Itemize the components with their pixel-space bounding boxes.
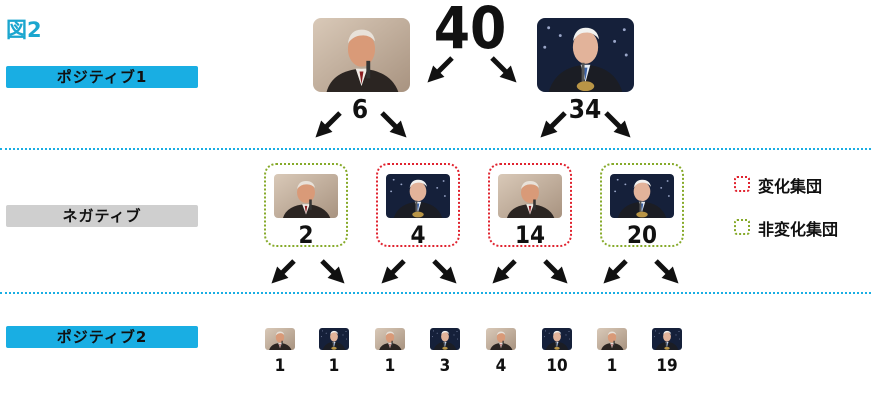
legend-changed-swatch	[734, 176, 750, 192]
level3-count: 3	[439, 356, 451, 376]
level3-count: 19	[656, 356, 678, 376]
stage-label-negative: ネガティブ	[6, 205, 198, 227]
arrow	[380, 111, 407, 138]
changed-group-box	[376, 163, 460, 247]
photo-bush	[498, 174, 562, 218]
photo-clinton	[319, 328, 349, 350]
level2-count: 2	[298, 221, 314, 249]
arrow	[315, 111, 342, 138]
photo-clinton	[537, 18, 634, 92]
arrow	[271, 259, 296, 284]
arrow	[492, 259, 517, 284]
level3-count: 1	[606, 356, 618, 376]
photo-clinton	[542, 328, 572, 350]
arrow	[490, 56, 517, 83]
top-total-count: 40	[433, 0, 507, 62]
stage-label-positive-2: ポジティブ2	[6, 326, 198, 348]
arrow	[540, 111, 567, 138]
separator-line	[0, 148, 871, 150]
level2-count: 14	[514, 221, 546, 249]
level3-count: 4	[495, 356, 507, 376]
arrow	[427, 56, 454, 83]
level1-count: 6	[351, 95, 369, 125]
level3-count: 1	[384, 356, 396, 376]
photo-clinton	[652, 328, 682, 350]
unchanged-group-box	[264, 163, 348, 247]
arrow	[320, 259, 345, 284]
legend-unchanged-swatch	[734, 219, 750, 235]
arrow	[603, 259, 628, 284]
stage-label-positive-1: ポジティブ1	[6, 66, 198, 88]
arrow	[543, 259, 568, 284]
unchanged-group-box	[600, 163, 684, 247]
photo-bush	[597, 328, 627, 350]
arrow	[654, 259, 679, 284]
level2-count: 4	[410, 221, 426, 249]
level3-count: 1	[328, 356, 340, 376]
level2-count: 20	[626, 221, 658, 249]
arrow	[381, 259, 406, 284]
level3-count: 1	[274, 356, 286, 376]
figure-label: 図2	[6, 18, 42, 42]
photo-clinton	[430, 328, 460, 350]
photo-bush	[375, 328, 405, 350]
level1-count: 34	[568, 95, 602, 125]
legend-changed-label: 変化集団	[758, 177, 823, 196]
legend-unchanged-label: 非変化集団	[758, 220, 839, 239]
photo-bush	[265, 328, 295, 350]
level3-count: 10	[546, 356, 568, 376]
separator-line	[0, 292, 871, 294]
photo-bush	[313, 18, 410, 92]
photo-bush	[486, 328, 516, 350]
photo-clinton	[610, 174, 674, 218]
arrow	[432, 259, 457, 284]
arrow	[604, 111, 631, 138]
photo-clinton	[386, 174, 450, 218]
changed-group-box	[488, 163, 572, 247]
photo-bush	[274, 174, 338, 218]
